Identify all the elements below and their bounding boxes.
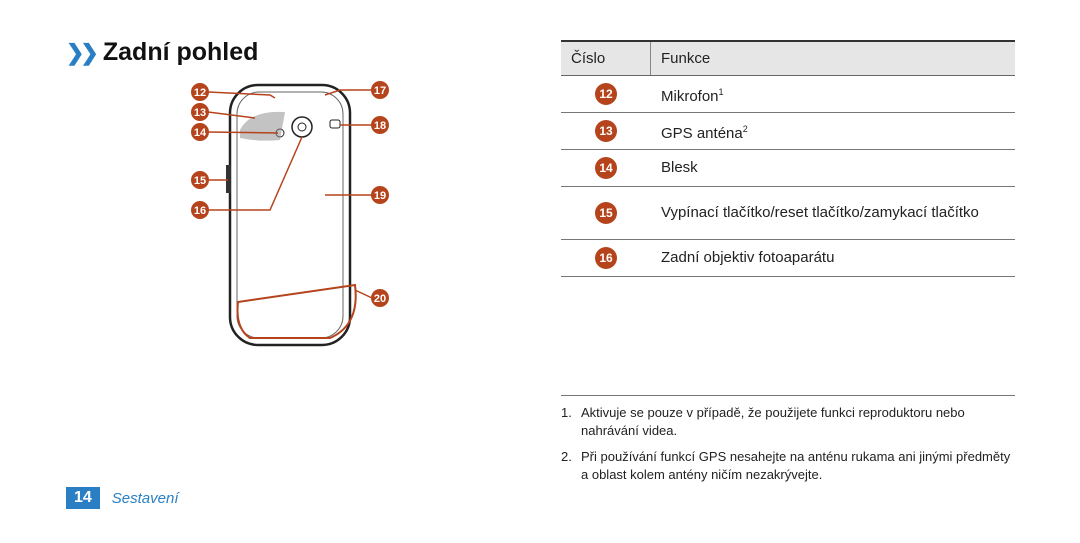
callout-number: 14 bbox=[595, 157, 617, 179]
svg-text:20: 20 bbox=[374, 293, 386, 305]
table-row: 12 Mikrofon1 bbox=[561, 76, 1015, 113]
callout-number: 16 bbox=[595, 247, 617, 269]
callout-number: 15 bbox=[595, 202, 617, 224]
svg-text:13: 13 bbox=[194, 107, 206, 119]
footnote-number: 2. bbox=[561, 449, 572, 464]
footnote-text: Aktivuje se pouze v případě, že použijet… bbox=[581, 405, 965, 438]
svg-text:18: 18 bbox=[374, 120, 386, 132]
section-name: Sestavení bbox=[111, 489, 179, 507]
function-label: Vypínací tlačítko/reset tlačítko/zamykac… bbox=[661, 204, 979, 221]
footnote-ref: 2 bbox=[742, 123, 748, 134]
function-label: Zadní objektiv fotoaparátu bbox=[661, 249, 835, 266]
svg-text:19: 19 bbox=[374, 190, 386, 202]
footnotes: 1. Aktivuje se pouze v případě, že použi… bbox=[561, 395, 1015, 492]
table-header: Číslo Funkce bbox=[561, 40, 1015, 76]
table-row: 14 Blesk bbox=[561, 150, 1015, 187]
table-row: 15 Vypínací tlačítko/reset tlačítko/zamy… bbox=[561, 187, 1015, 240]
page-title: Zadní pohled bbox=[102, 38, 259, 66]
function-label: Blesk bbox=[661, 159, 698, 176]
phone-back-illustration: 12 13 14 15 16 17 18 19 20 bbox=[180, 70, 410, 360]
table-row: 13 GPS anténa2 bbox=[561, 113, 1015, 150]
svg-text:17: 17 bbox=[374, 85, 386, 97]
function-label: GPS anténa bbox=[661, 124, 743, 142]
function-table: Číslo Funkce 12 Mikrofon1 13 GPS anténa2… bbox=[561, 40, 1015, 277]
section-heading: ❯❯ Zadní pohled bbox=[66, 38, 258, 67]
table-row: 16 Zadní objektiv fotoaparátu bbox=[561, 240, 1015, 277]
callout-number: 12 bbox=[595, 83, 617, 105]
svg-text:14: 14 bbox=[194, 127, 207, 139]
page-footer: 14 Sestavení bbox=[66, 487, 179, 509]
footnote-text: Při používání funkcí GPS nesahejte na an… bbox=[581, 449, 1011, 482]
column-header-number: Číslo bbox=[561, 42, 651, 75]
svg-text:12: 12 bbox=[194, 87, 206, 99]
svg-text:15: 15 bbox=[194, 175, 206, 187]
callout-number: 13 bbox=[595, 120, 617, 142]
footnote-ref: 1 bbox=[718, 86, 724, 97]
footnote: 1. Aktivuje se pouze v případě, že použi… bbox=[561, 404, 1015, 440]
page-number: 14 bbox=[66, 487, 100, 509]
footnote: 2. Při používání funkcí GPS nesahejte na… bbox=[561, 448, 1015, 484]
column-header-function: Funkce bbox=[661, 50, 711, 67]
footnote-number: 1. bbox=[561, 405, 572, 420]
svg-text:16: 16 bbox=[194, 205, 206, 217]
function-label: Mikrofon bbox=[661, 87, 719, 105]
chevron-icon: ❯❯ bbox=[66, 39, 99, 65]
